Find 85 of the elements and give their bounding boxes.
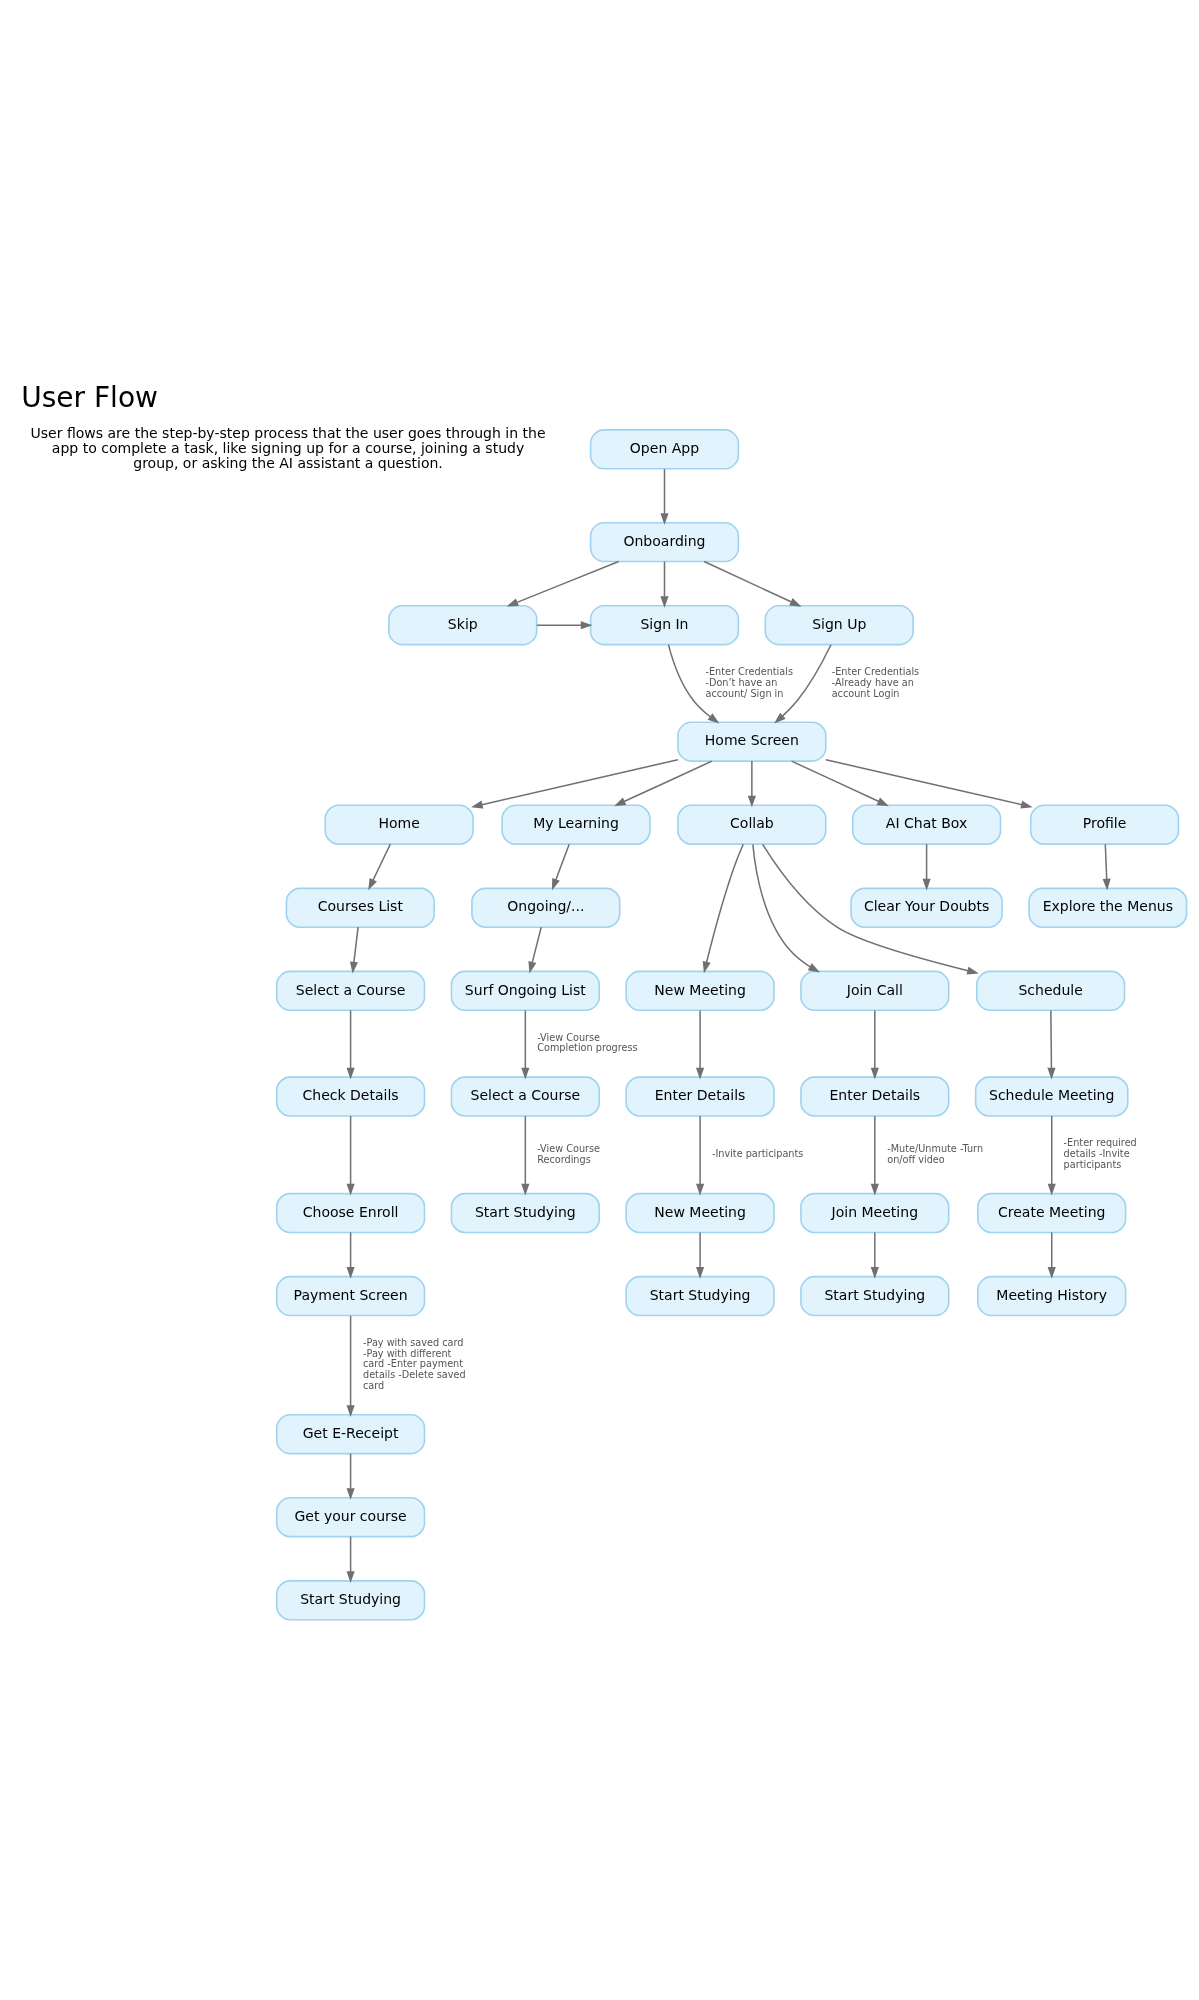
node-box: Open App: [589, 429, 740, 470]
node-box: Courses List: [285, 887, 435, 928]
arrow: [660, 560, 669, 608]
arrow: [528, 926, 542, 974]
arrow: [349, 926, 359, 974]
node-box: Explore the Menus: [1028, 887, 1188, 928]
arrow: [368, 843, 392, 891]
arrow: [667, 643, 720, 724]
node-box: Surf Ongoing List: [450, 970, 601, 1012]
arrow: [1102, 843, 1111, 891]
node-box: Enter Details: [800, 1076, 950, 1117]
arrow: [790, 760, 889, 807]
node-box: Enter Details: [625, 1076, 775, 1117]
arrow: [922, 843, 931, 891]
node-box: AI Chat Box: [851, 804, 1002, 845]
arrow: [471, 758, 679, 809]
node-box: New Meeting: [625, 970, 775, 1012]
node-box: Select a Course: [275, 970, 426, 1012]
arrow: [614, 760, 713, 807]
edge-label: -Enter required details -Invite participants: [1063, 1137, 1137, 1170]
node-box: Start Studying: [450, 1192, 601, 1234]
arrow: [774, 644, 832, 724]
arrow: [696, 1231, 705, 1279]
node-box: Meeting History: [977, 1275, 1127, 1317]
arrow: [346, 1315, 355, 1417]
node-box: Home Screen: [677, 721, 827, 762]
node-box: Profile: [1029, 804, 1180, 845]
node-box: Select a Course: [450, 1076, 601, 1117]
arrow: [346, 1115, 355, 1196]
edge-label: -Mute/Unmute -Turn on/off video: [887, 1142, 984, 1165]
label: User flows are the step-by-step process that the user goes through in the app to complete a task, like signing up for a course, joining a study group, or asking the AI assistant a question.: [30, 424, 546, 472]
node-box: Join Meeting: [800, 1192, 950, 1234]
node-box: Ongoing/...: [471, 887, 621, 928]
node-box: Create Meeting: [977, 1192, 1127, 1234]
node-box: Skip: [388, 604, 538, 646]
arrow: [1047, 1231, 1056, 1279]
node-box: Check Details: [275, 1076, 426, 1117]
node-box: Start Studying: [800, 1275, 950, 1317]
arrow: [1047, 1115, 1056, 1196]
node-box: Sign Up: [764, 604, 914, 646]
arrow: [660, 468, 669, 525]
arrow: [870, 1231, 879, 1279]
node-box: Home: [324, 804, 474, 845]
node-box: Join Call: [800, 970, 950, 1012]
arrow: [346, 1535, 355, 1583]
node-box: Sign In: [589, 604, 740, 646]
arrow: [521, 1009, 530, 1080]
arrow: [761, 843, 979, 975]
arrow: [346, 1231, 355, 1279]
arrow: [752, 843, 820, 973]
node-box: Start Studying: [275, 1580, 426, 1621]
node-box: My Learning: [501, 804, 651, 845]
edge-label: -Enter Credentials -Don’t have an account/ Sign in: [705, 666, 793, 699]
arrow: [346, 1452, 355, 1500]
node-box: Clear Your Doubts: [850, 887, 1003, 928]
node-box: New Meeting: [625, 1192, 775, 1234]
arrow: [346, 1009, 355, 1080]
arrow: [551, 843, 570, 891]
edge-label: -Pay with saved card -Pay with different card -Enter payment details -Delete saved card: [363, 1336, 466, 1392]
diagram-title: User Flow: [21, 381, 158, 415]
arrow: [506, 560, 620, 607]
arrow: [702, 843, 744, 974]
arrow: [825, 758, 1033, 809]
node-box: Start Studying: [625, 1275, 775, 1317]
arrow: [521, 1115, 530, 1196]
node-box: Onboarding: [589, 521, 740, 563]
arrow: [696, 1009, 705, 1080]
arrow: [696, 1115, 705, 1196]
arrow: [747, 760, 756, 808]
arrow: [1047, 1009, 1056, 1080]
edge-label: -View Course Recordings: [537, 1142, 601, 1165]
edge-label: -Invite participants: [711, 1148, 804, 1160]
edge-label: -Enter Credentials -Already have an account Login: [831, 666, 920, 699]
node-box: Schedule: [975, 970, 1126, 1012]
arrow: [870, 1115, 879, 1196]
arrow: [870, 1009, 879, 1080]
node-box: Collab: [677, 804, 827, 845]
node-box: Choose Enroll: [275, 1192, 426, 1234]
node-box: Schedule Meeting: [974, 1076, 1129, 1117]
node-box: Get E-Receipt: [275, 1413, 426, 1455]
node-box: Payment Screen: [275, 1275, 426, 1317]
node-box: Get your course: [275, 1497, 426, 1538]
edge-label: -View Course Completion progress: [537, 1031, 638, 1054]
arrow: [703, 560, 802, 607]
arrow: [536, 621, 593, 630]
